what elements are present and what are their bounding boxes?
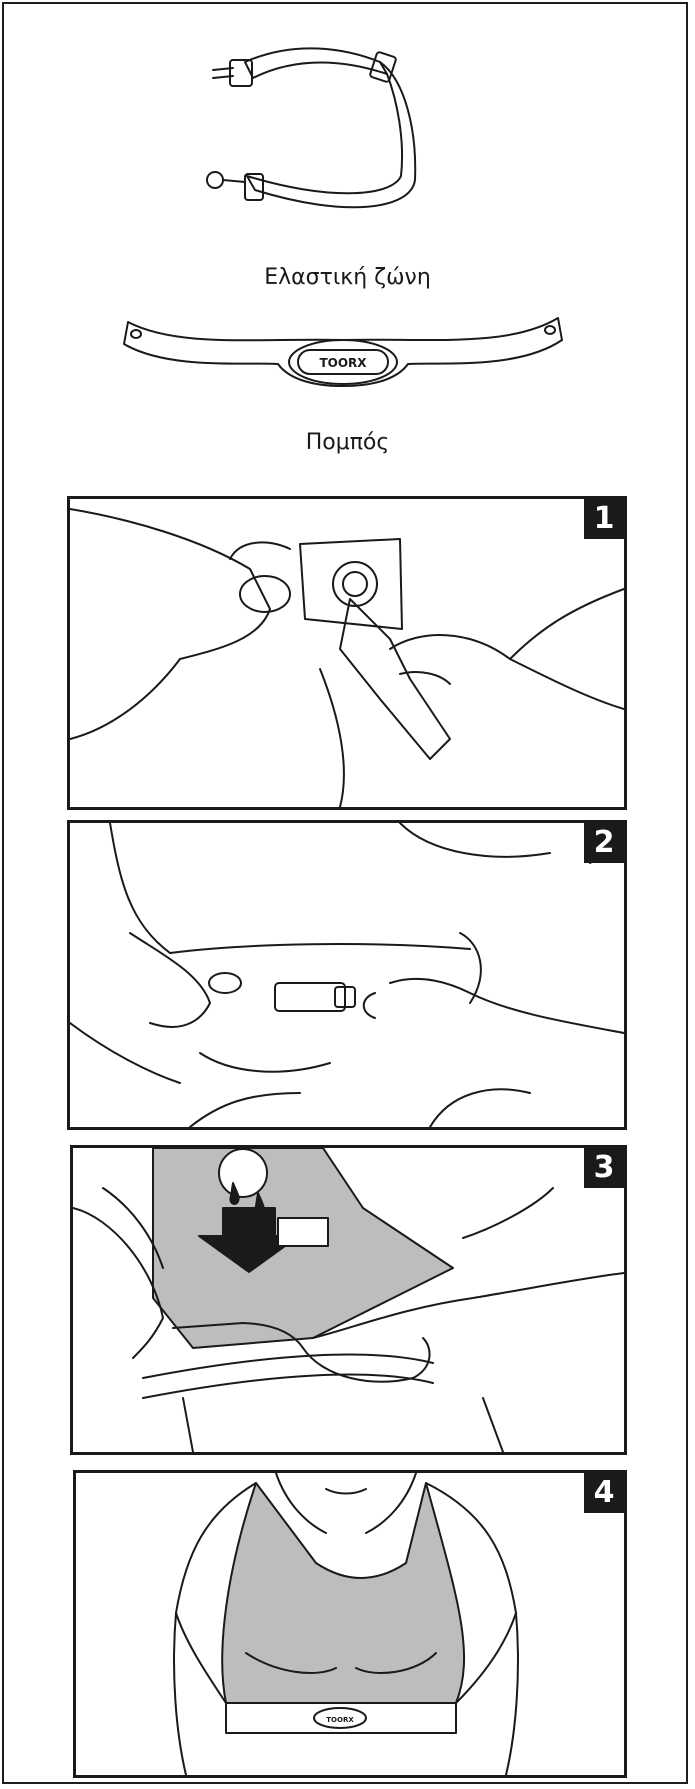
step-2-panel: 2: [67, 820, 627, 1130]
step-3-panel: 3: [70, 1145, 627, 1455]
step-4-transmitter-logo: TOORX: [326, 1716, 354, 1724]
transmitter-caption: Πομπός: [0, 430, 695, 455]
step-2-illustration: [70, 823, 624, 1127]
elastic-strap-illustration: [205, 40, 440, 240]
step-1-number-badge: 1: [584, 499, 624, 539]
step-2-number-badge: 2: [584, 823, 624, 863]
elastic-strap-caption: Ελαστική ζώνη: [0, 265, 695, 290]
step-4-illustration: TOORX: [76, 1473, 624, 1775]
step-1-panel: 1: [67, 496, 627, 810]
transmitter-logo: TOORX: [319, 356, 367, 370]
transmitter-illustration: TOORX: [118, 300, 568, 400]
step-3-illustration: [73, 1148, 624, 1452]
step-1-illustration: [70, 499, 624, 807]
step-4-number-badge: 4: [584, 1473, 624, 1513]
step-4-panel: TOORX 4: [73, 1470, 627, 1778]
step-3-number-badge: 3: [584, 1148, 624, 1188]
